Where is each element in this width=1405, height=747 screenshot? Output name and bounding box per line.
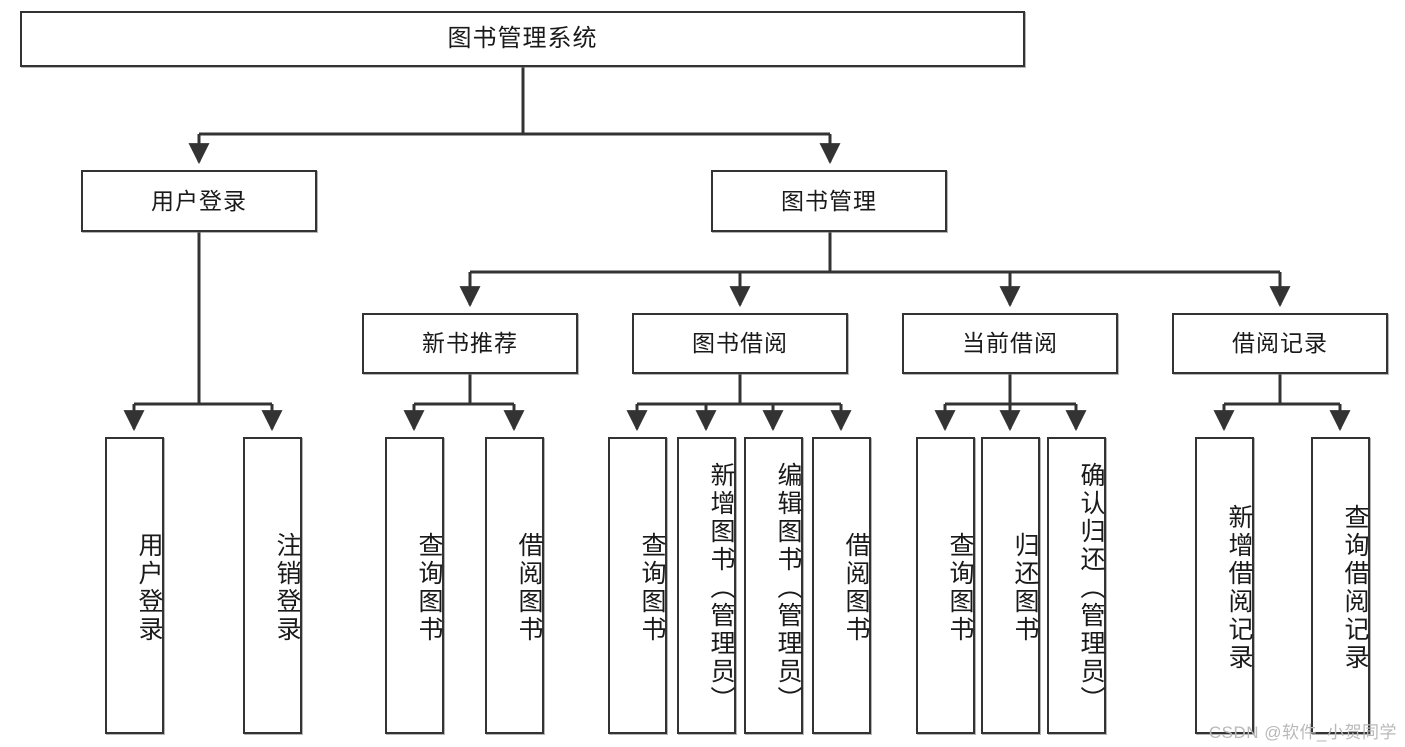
node-leaf-edit-book[interactable]: 编辑图书（管理员） — [744, 437, 803, 734]
node-label: 注销登录 — [273, 531, 301, 644]
node-label: 借阅图书 — [515, 531, 543, 644]
node-leaf-query-book-recommend[interactable]: 查询图书 — [385, 437, 444, 734]
node-leaf-confirm-return[interactable]: 确认归还（管理员） — [1047, 437, 1106, 734]
node-label: 查询图书 — [946, 531, 974, 644]
node-label: 当前借阅 — [962, 330, 1058, 357]
node-leaf-add-book[interactable]: 新增图书（管理员） — [677, 437, 736, 734]
node-label: 图书管理系统 — [447, 25, 598, 53]
node-label: 编辑图书（管理员） — [774, 461, 802, 714]
node-label: 查询图书 — [415, 531, 443, 644]
node-leaf-query-borrow-record[interactable]: 查询借阅记录 — [1311, 437, 1370, 734]
node-label: 图书借阅 — [692, 330, 788, 357]
node-label: 新增借阅记录 — [1225, 503, 1253, 672]
node-leaf-add-borrow-record[interactable]: 新增借阅记录 — [1195, 437, 1254, 734]
node-book-manage[interactable]: 图书管理 — [711, 170, 947, 232]
node-book-borrow[interactable]: 图书借阅 — [632, 313, 848, 374]
node-leaf-query-book-current[interactable]: 查询图书 — [916, 437, 975, 734]
node-user-login[interactable]: 用户登录 — [81, 170, 317, 232]
node-label: 新书推荐 — [422, 330, 518, 357]
node-leaf-query-book-borrow[interactable]: 查询图书 — [608, 437, 667, 734]
node-leaf-user-login[interactable]: 用户登录 — [105, 437, 164, 734]
node-label: 借阅记录 — [1232, 330, 1328, 357]
node-leaf-return-book[interactable]: 归还图书 — [981, 437, 1040, 734]
node-label: 查询图书 — [638, 531, 666, 644]
node-new-book-recommend[interactable]: 新书推荐 — [362, 313, 578, 374]
node-label: 新增图书（管理员） — [707, 461, 735, 714]
node-current-borrow[interactable]: 当前借阅 — [902, 313, 1118, 374]
node-leaf-logout-login[interactable]: 注销登录 — [243, 437, 302, 734]
node-label: 图书管理 — [781, 187, 877, 214]
node-root-book-management-system[interactable]: 图书管理系统 — [20, 11, 1025, 67]
node-leaf-borrow-book-recommend[interactable]: 借阅图书 — [485, 437, 544, 734]
node-label: 用户登录 — [135, 531, 163, 644]
node-leaf-borrow-book[interactable]: 借阅图书 — [812, 437, 871, 734]
node-label: 查询借阅记录 — [1341, 503, 1369, 672]
csdn-watermark: CSDN @软件_小贺同学 — [1208, 723, 1397, 742]
node-label: 归还图书 — [1011, 531, 1039, 644]
node-label: 借阅图书 — [842, 531, 870, 644]
node-label: 用户登录 — [151, 187, 247, 214]
node-borrow-record[interactable]: 借阅记录 — [1172, 313, 1388, 374]
node-label: 确认归还（管理员） — [1077, 461, 1105, 714]
